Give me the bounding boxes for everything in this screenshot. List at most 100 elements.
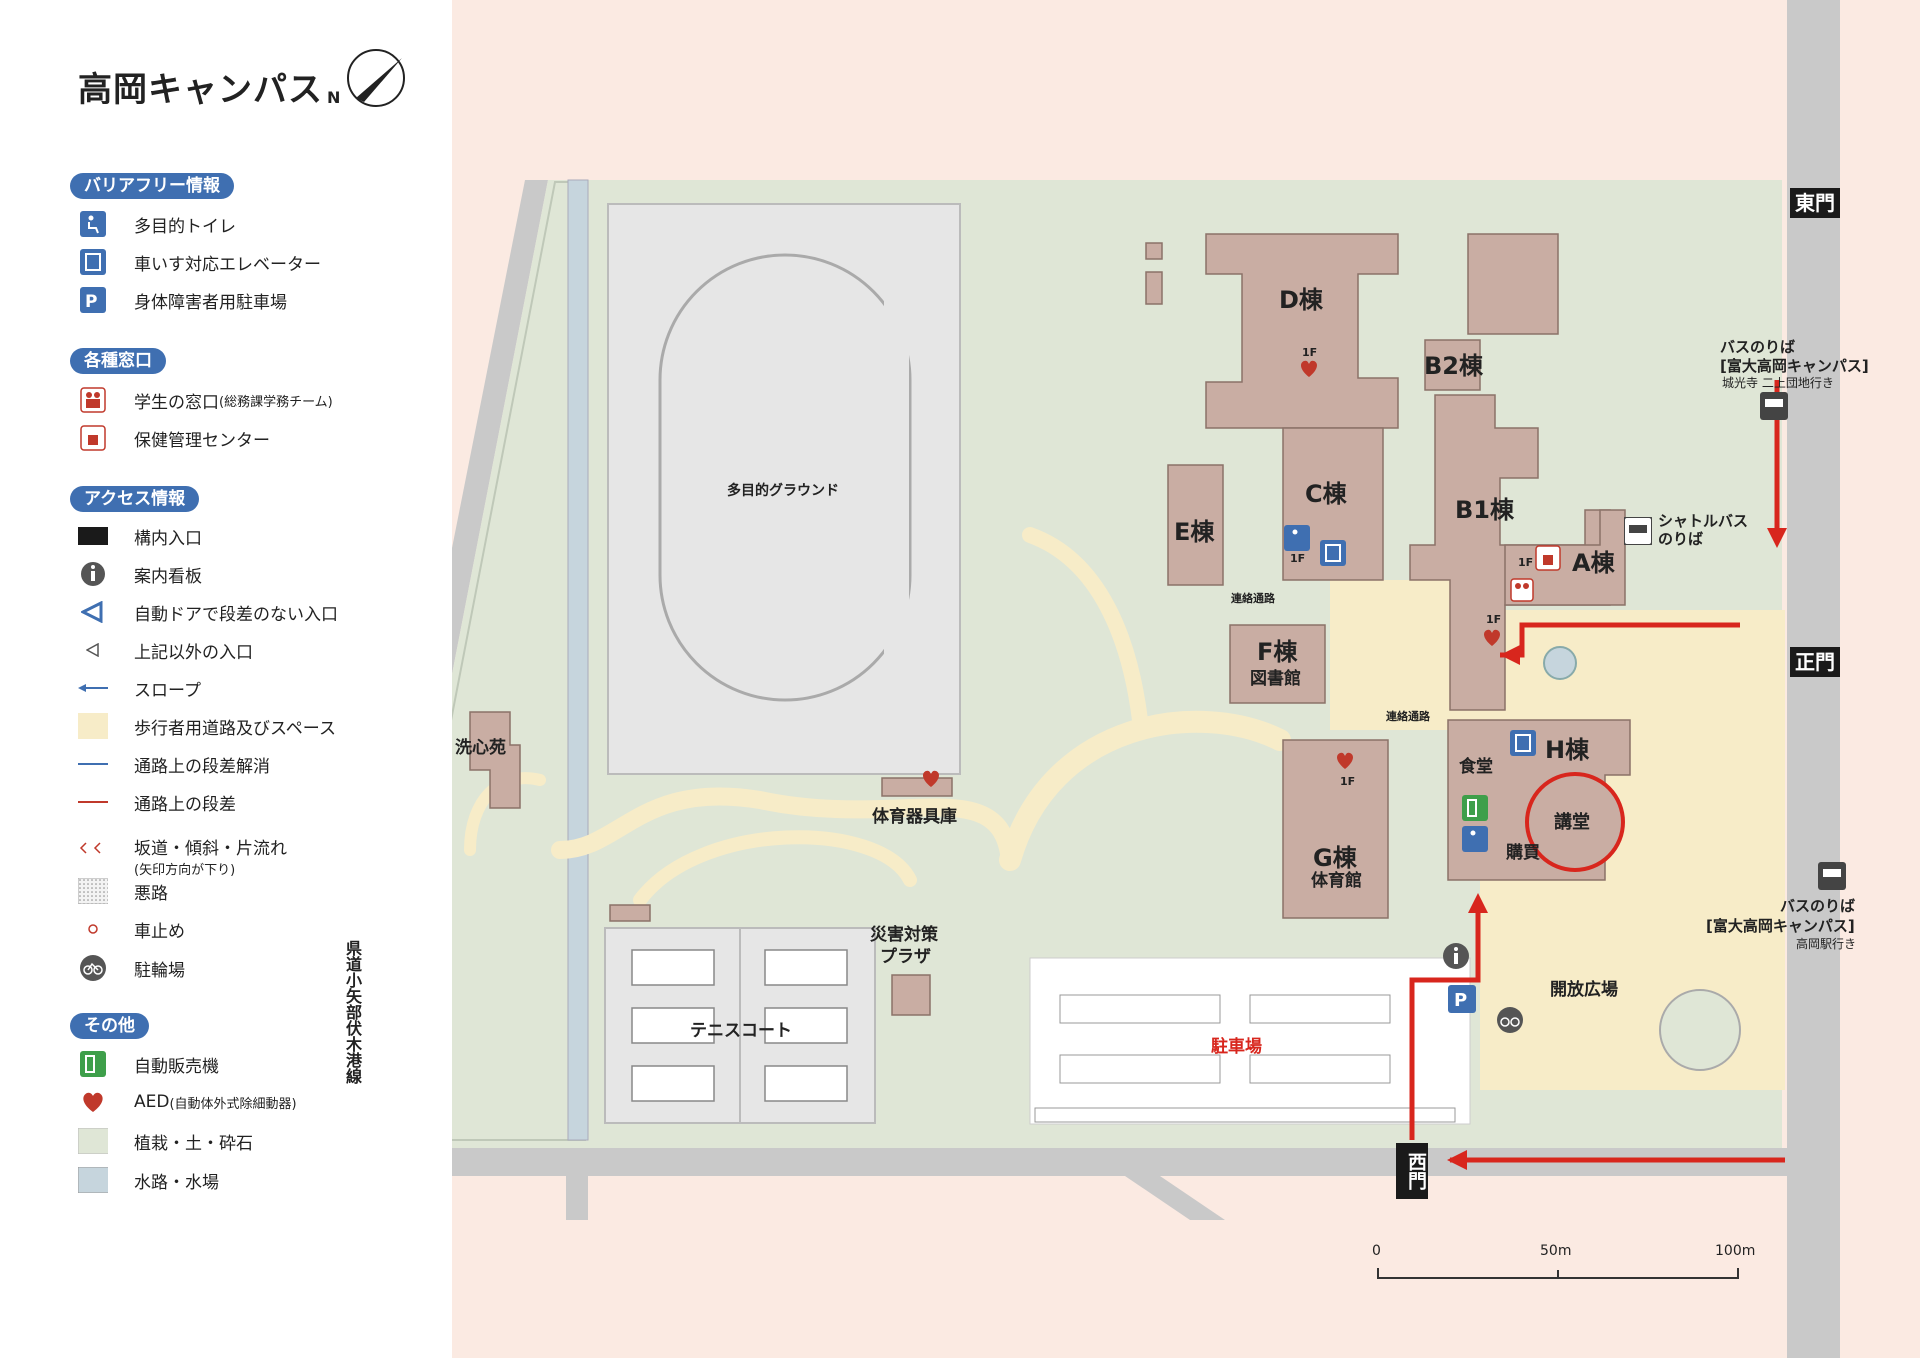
auto-door-icon bbox=[81, 601, 103, 623]
map-title: 高岡キャンパス bbox=[78, 70, 323, 110]
building-c-label: C棟 bbox=[1305, 480, 1347, 508]
info-board-icon bbox=[1443, 943, 1469, 969]
accessible-parking-map-icon: P bbox=[1448, 985, 1476, 1013]
legend-item-vending: 自動販売機 bbox=[78, 1050, 219, 1078]
legend-item-entrance: 構内入口 bbox=[78, 522, 202, 550]
bollard-icon bbox=[88, 924, 98, 934]
vending-machine-map-icon bbox=[1462, 795, 1488, 821]
gate-icon bbox=[78, 527, 108, 545]
bus-stop-1-dest: 城光寺 二上団地行き bbox=[1722, 376, 1834, 390]
slope-arrow-icon bbox=[78, 684, 108, 692]
legend-header-barrier-free: バリアフリー情報 bbox=[70, 173, 234, 199]
legend-header-other: その他 bbox=[70, 1013, 149, 1039]
multi-toilet-icon-c bbox=[1284, 525, 1310, 551]
legend-item-auto-door: 自動ドアで段差のない入口 bbox=[78, 598, 338, 626]
legend-item-info-board: 案内看板 bbox=[78, 560, 202, 588]
corridor-label-1: 連絡通路 bbox=[1231, 592, 1275, 605]
elevator-icon-c bbox=[1320, 540, 1346, 566]
vending-machine-icon bbox=[80, 1051, 106, 1077]
legend-item-multi-toilet: 多目的トイレ bbox=[78, 210, 236, 238]
legend-item-bicycle-parking: 駐輪場 bbox=[78, 954, 185, 982]
bicycle-icon bbox=[80, 955, 106, 981]
tennis-label: テニスコート bbox=[690, 1021, 792, 1041]
bus-stop-1-title: バスのりば bbox=[1720, 338, 1796, 356]
compass-icon bbox=[347, 49, 405, 107]
aed-heart-icon bbox=[83, 1092, 103, 1112]
legend-item-aed: AED(自動体外式除細動器) bbox=[78, 1088, 297, 1116]
building-g bbox=[1282, 739, 1389, 919]
west-walk bbox=[1480, 880, 1500, 1090]
step-free-line bbox=[78, 763, 108, 765]
corridor-label-2: 連絡通路 bbox=[1386, 710, 1430, 723]
legend-item-elevator: 車いす対応エレベーター bbox=[78, 248, 321, 276]
bus-icon-1 bbox=[1760, 392, 1788, 420]
incline-chevron-icon bbox=[79, 842, 108, 854]
compass-n: N bbox=[327, 88, 341, 107]
floor-label-a: 1F bbox=[1518, 556, 1534, 569]
building-senshinen bbox=[469, 711, 521, 809]
bus-stop-2-title: バスのりば bbox=[1780, 897, 1856, 915]
route-arrowheads bbox=[1447, 528, 1787, 1170]
legend-header-access: アクセス情報 bbox=[70, 486, 200, 512]
building-d bbox=[1205, 233, 1399, 429]
main-gate: 正門 bbox=[1790, 647, 1840, 677]
bus-stop-1-name: [富大高岡キャンパス] bbox=[1720, 357, 1869, 375]
elevator-icon bbox=[80, 249, 106, 275]
legend-panel: 高岡キャンパス N バリアフリー情報 多目的トイレ 車いす対応エレベーター P … bbox=[0, 0, 452, 1358]
scale-max: 100m bbox=[1715, 1243, 1756, 1259]
student-window-map-icon bbox=[1510, 578, 1534, 602]
greenery-swatch bbox=[78, 1128, 108, 1154]
ground-track-end bbox=[884, 290, 909, 660]
building-g-label: G棟 bbox=[1313, 844, 1357, 872]
elevator-icon-h bbox=[1510, 730, 1536, 756]
aed-icon-b1 bbox=[1484, 629, 1500, 646]
bus-stop-2-name: [富大高岡キャンパス] bbox=[1706, 917, 1855, 935]
legend-header-windows: 各種窓口 bbox=[70, 348, 166, 374]
legend-item-health-center: 保健管理センター bbox=[78, 424, 270, 452]
baiten-label: 購買 bbox=[1506, 843, 1540, 863]
bus-icon-2 bbox=[1818, 862, 1846, 890]
floor-label-d: 1F bbox=[1302, 346, 1318, 359]
legend-item-step-free: 通路上の段差解消 bbox=[78, 750, 270, 778]
south-road-spur bbox=[1125, 1176, 1225, 1220]
scale-zero: 0 bbox=[1372, 1243, 1381, 1259]
disaster-label-1: 災害対策 bbox=[870, 925, 938, 945]
parking-spaces bbox=[1034, 994, 1456, 1123]
parking-lot bbox=[1029, 957, 1471, 1125]
legend-item-walkway: 歩行者用道路及びスペース bbox=[78, 712, 336, 740]
plaza-circle bbox=[1659, 989, 1741, 1071]
building-f bbox=[1229, 624, 1326, 704]
floor-label-b1: 1F bbox=[1486, 613, 1502, 626]
pedestrian-zone-east bbox=[1500, 610, 1785, 730]
building-f-label: F棟 bbox=[1257, 638, 1298, 666]
multi-toilet-icon-h bbox=[1462, 826, 1488, 852]
tennis-courts bbox=[631, 949, 848, 1102]
kodo-label: 講堂 bbox=[1554, 812, 1590, 833]
legend-item-greenery: 植栽・土・砕石 bbox=[78, 1127, 253, 1155]
accessible-parking-icon: P bbox=[80, 287, 106, 313]
compass bbox=[328, 46, 408, 116]
plaza-label: 開放広場 bbox=[1550, 980, 1618, 1000]
legend-item-step: 通路上の段差 bbox=[78, 788, 236, 816]
legend-item-slope-incline: 坂道・傾斜・片流れ(矢印方向が下り) bbox=[78, 834, 287, 878]
road-label: 県道小矢部伏木港線 bbox=[343, 940, 362, 1084]
floor-label-g: 1F bbox=[1340, 775, 1356, 788]
shuttle-label-2: のりば bbox=[1658, 530, 1704, 548]
rough-road-swatch bbox=[78, 878, 108, 904]
kodo-ring bbox=[1525, 772, 1625, 872]
walkways bbox=[464, 527, 1291, 907]
building-e-label: E棟 bbox=[1174, 518, 1215, 546]
building-b2 bbox=[1424, 339, 1481, 391]
legend-item-student-window: 学生の窓口(総務課学務チーム) bbox=[78, 386, 333, 414]
health-center-map-icon bbox=[1535, 545, 1561, 571]
shokudo-label: 食堂 bbox=[1459, 757, 1493, 777]
senshinen-label: 洗心苑 bbox=[455, 738, 506, 758]
legend-item-water: 水路・水場 bbox=[78, 1166, 219, 1194]
building-f-sub: 図書館 bbox=[1250, 669, 1301, 689]
building-b2-label: B2棟 bbox=[1424, 352, 1483, 380]
aed-icon-equipment bbox=[923, 770, 939, 787]
building-disaster bbox=[891, 974, 931, 1016]
fountain bbox=[1543, 646, 1577, 680]
legend-item-other-entrance: 上記以外の入口 bbox=[78, 636, 253, 664]
wheelchair-toilet-icon bbox=[80, 211, 106, 237]
